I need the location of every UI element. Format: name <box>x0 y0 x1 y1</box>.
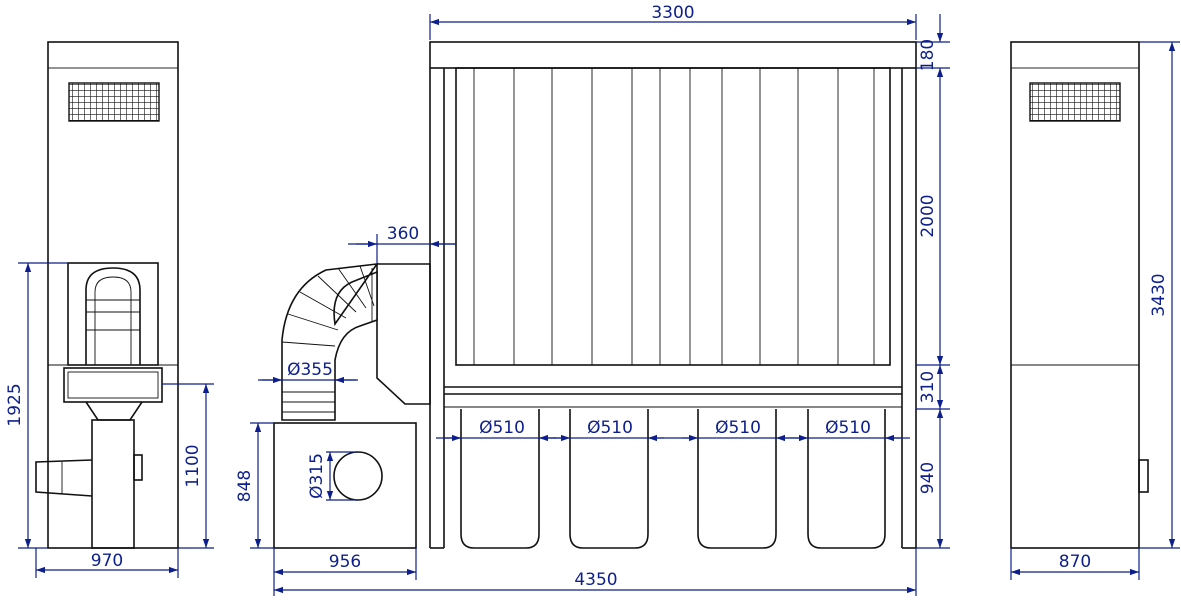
side-view-left <box>35 41 179 549</box>
label-fan-height: 848 <box>235 470 255 502</box>
filter-panel <box>455 67 891 366</box>
label-bin-3-dia: Ø510 <box>715 418 761 438</box>
front-top-band <box>429 41 917 69</box>
vent-grille-icon-right <box>1029 82 1121 122</box>
side-outlet-right <box>133 454 143 481</box>
dimension-lines <box>18 14 1180 596</box>
filter-slats <box>473 68 875 365</box>
label-right-height: 3430 <box>1149 273 1169 316</box>
label-fan-inlet-dia: Ø315 <box>307 453 327 499</box>
fan-inlet-circle <box>333 451 383 501</box>
label-front-310: 310 <box>918 371 938 403</box>
side-fan-flange <box>63 367 163 403</box>
vent-grille-icon <box>68 82 160 122</box>
side-view-right <box>1010 41 1149 549</box>
label-duct-dia: Ø355 <box>287 360 333 380</box>
bin-4 <box>807 409 886 549</box>
bin-2 <box>569 409 649 549</box>
label-total-length: 4350 <box>574 570 617 590</box>
side-fan-box <box>67 262 159 366</box>
elbow-duct <box>281 262 379 421</box>
label-bin-4-dia: Ø510 <box>825 418 871 438</box>
side-cone <box>85 401 143 421</box>
label-front-width: 3300 <box>651 3 694 23</box>
side-duct-arch <box>85 267 141 365</box>
label-right-width: 870 <box>1059 552 1091 572</box>
label-left-width: 970 <box>91 551 123 571</box>
side-fan-column <box>91 419 135 549</box>
side-top-band <box>47 41 179 69</box>
inlet-transition-box <box>376 263 431 405</box>
label-bin-2-dia: Ø510 <box>587 418 633 438</box>
label-left-height-total: 1925 <box>5 383 25 426</box>
fan-unit-box <box>273 422 417 549</box>
label-duct-offset: 360 <box>387 224 419 244</box>
label-bin-1-dia: Ø510 <box>479 418 525 438</box>
front-view <box>273 41 917 549</box>
label-left-height-low: 1100 <box>183 444 203 487</box>
bin-1 <box>460 409 540 549</box>
label-front-2000: 2000 <box>918 194 938 237</box>
label-fan-width: 956 <box>329 552 361 572</box>
side-duct-inner <box>94 276 132 365</box>
dimension-labels: 1925 1100 970 3300 180 2000 310 940 360 … <box>5 3 1169 590</box>
right-outlet-stub <box>1138 459 1149 493</box>
bin-3 <box>697 409 777 549</box>
label-front-940: 940 <box>918 462 938 494</box>
side-outlet-left <box>35 459 93 497</box>
label-front-180: 180 <box>918 39 938 71</box>
